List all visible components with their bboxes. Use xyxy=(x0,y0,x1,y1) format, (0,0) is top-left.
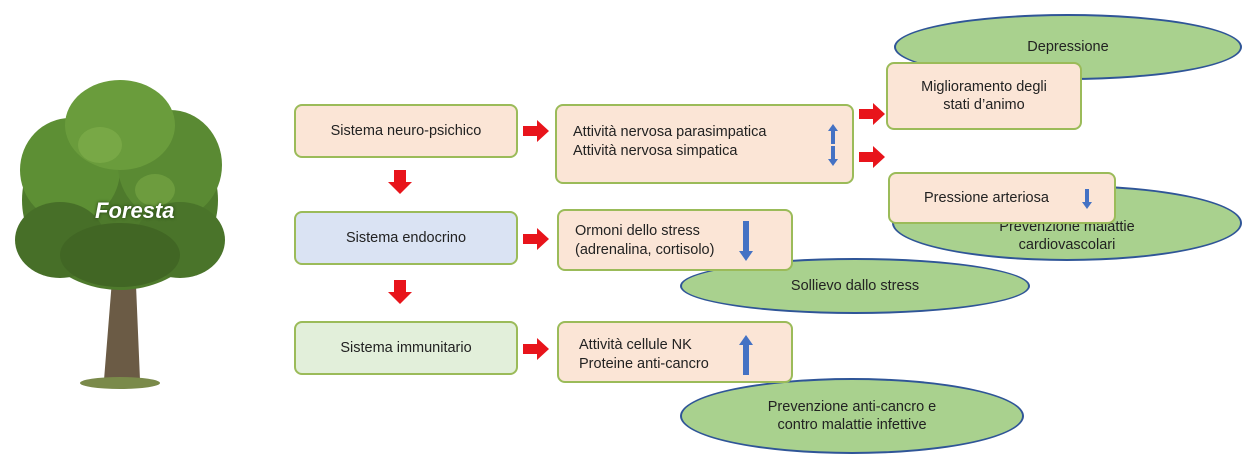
immune-system-label: Sistema immunitario xyxy=(340,340,472,356)
stress-hormones-label: Ormoni dello stress xyxy=(575,223,700,239)
sympathetic-label: Attività nervosa simpatica xyxy=(573,143,738,159)
arrow-down-icon xyxy=(388,280,412,304)
neuro-effects-box: Attività nervosa parasimpatica Attività … xyxy=(555,104,854,184)
stress-relief-label: Sollievo dallo stress xyxy=(790,278,920,294)
arrow-right-icon xyxy=(523,338,549,360)
immune-effects-box: Attività cellule NK Proteine anti-cancro xyxy=(557,321,793,383)
endocrine-system-box: Sistema endocrino xyxy=(294,211,518,265)
stress-hormones-detail: (adrenalina, cortisolo) xyxy=(575,242,715,258)
arrow-right-icon xyxy=(859,103,885,125)
cancer-line1: Prevenzione anti-cancro e xyxy=(767,399,937,415)
nk-activity-label: Attività cellule NK xyxy=(579,337,692,353)
cardio-line2: cardiovascolari xyxy=(1018,237,1116,253)
endocrine-effects-box: Ormoni dello stress (adrenalina, cortiso… xyxy=(557,209,793,271)
depression-label: Depressione xyxy=(1027,39,1109,55)
tree-label: Foresta xyxy=(95,198,175,223)
arrow-down-icon xyxy=(388,170,412,194)
cancer-prevention-label: Prevenzione anti-cancro e contro malatti… xyxy=(768,398,936,434)
mood-improvement-box: Miglioramento degli stati d’animo xyxy=(886,62,1082,130)
neuro-system-box: Sistema neuro-psichico xyxy=(294,104,518,158)
decrease-arrow-icon xyxy=(828,146,838,166)
arrow-right-icon xyxy=(523,228,549,250)
endocrine-system-label: Sistema endocrino xyxy=(345,230,467,246)
arrow-right-icon xyxy=(523,120,549,142)
parasympathetic-label: Attività nervosa parasimpatica xyxy=(573,124,767,140)
cancer-prevention-ellipse: Prevenzione anti-cancro e contro malatti… xyxy=(680,378,1024,454)
mood-improvement-label: Miglioramento degli stati d’animo xyxy=(921,78,1047,114)
blood-pressure-label: Pressione arteriosa xyxy=(924,190,1049,206)
decrease-arrow-icon xyxy=(1082,189,1092,209)
arrow-right-icon xyxy=(859,146,885,168)
increase-arrow-icon xyxy=(739,335,753,375)
anticancer-proteins-label: Proteine anti-cancro xyxy=(579,356,709,372)
decrease-arrow-icon xyxy=(739,221,753,261)
neuro-system-label: Sistema neuro-psichico xyxy=(330,123,482,139)
tree-illustration xyxy=(15,80,225,389)
increase-arrow-icon xyxy=(828,124,838,144)
mood-line2: stati d’animo xyxy=(943,97,1025,113)
immune-system-box: Sistema immunitario xyxy=(294,321,518,375)
cancer-line2: contro malattie infettive xyxy=(777,417,927,433)
mood-line1: Miglioramento degli xyxy=(921,79,1047,95)
blood-pressure-box: Pressione arteriosa xyxy=(888,172,1116,224)
